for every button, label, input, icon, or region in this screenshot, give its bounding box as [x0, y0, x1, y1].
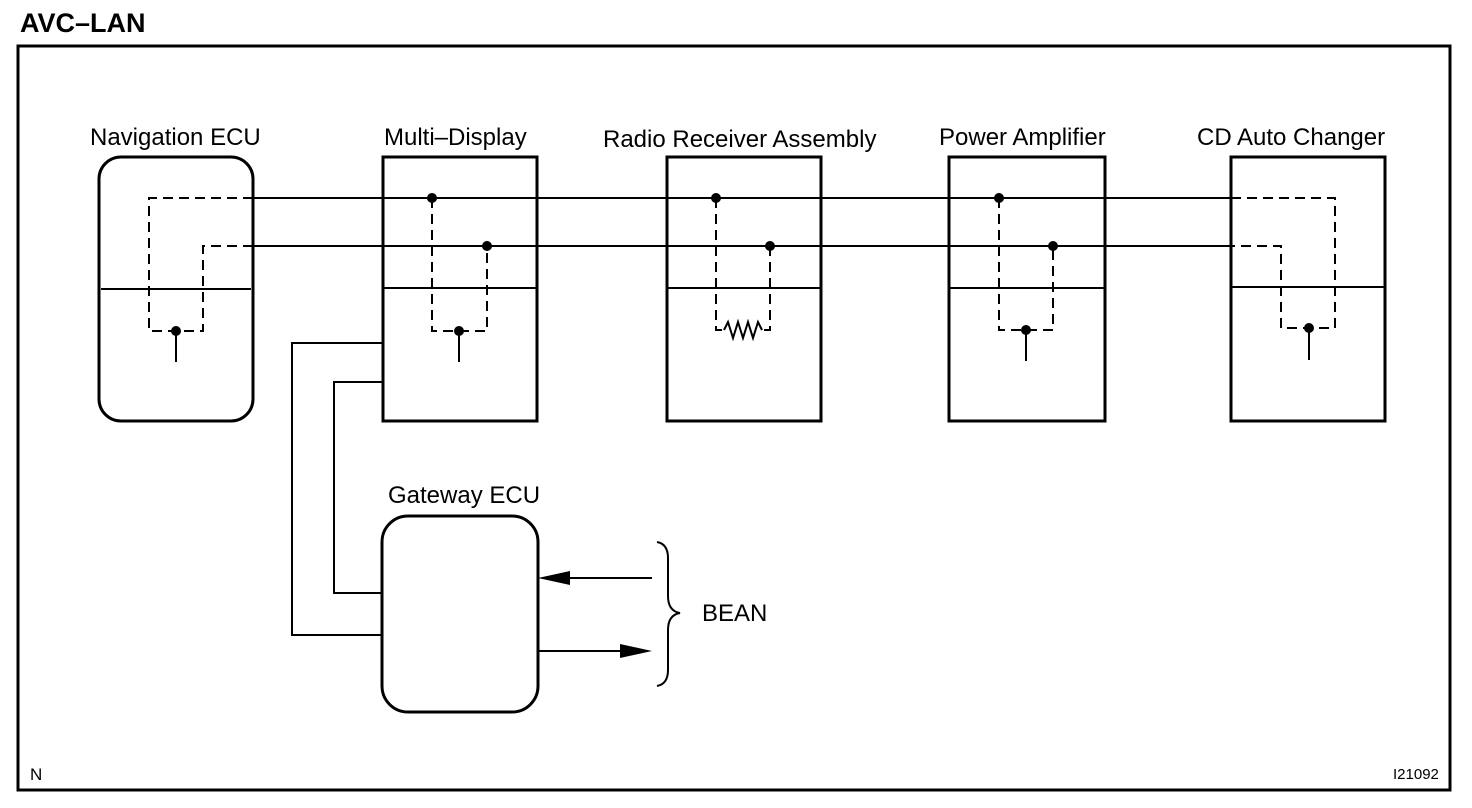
- diagram-title: AVC–LAN: [20, 8, 146, 38]
- diagram-frame: [16, 44, 1452, 792]
- multi-display-gateway-wiring: [291, 342, 383, 636]
- power-amplifier-internal: [949, 193, 1105, 361]
- corner-left-mark: N: [30, 765, 42, 784]
- power-amplifier-box: [947, 155, 1107, 423]
- bean-label: BEAN: [702, 600, 767, 627]
- cd-auto-changer-label: CD Auto Changer: [1197, 124, 1385, 151]
- bean-output-arrow: [538, 644, 652, 658]
- radio-receiver-internal: [667, 193, 821, 342]
- power-amplifier-label: Power Amplifier: [939, 124, 1106, 151]
- radio-receiver-box: [665, 155, 823, 423]
- cd-auto-changer-box: [1229, 155, 1387, 423]
- bean-input-arrow: [538, 571, 652, 585]
- navigation-ecu-label: Navigation ECU: [90, 124, 261, 151]
- resistor-icon: [723, 318, 763, 342]
- cd-auto-changer-internal: [1231, 197, 1336, 360]
- gateway-ecu-box: [380, 514, 540, 714]
- bean-brace: [656, 541, 681, 687]
- navigation-ecu-box: [97, 155, 255, 423]
- multi-display-internal: [383, 193, 537, 362]
- multi-display-label: Multi–Display: [384, 124, 527, 151]
- radio-receiver-label: Radio Receiver Assembly: [603, 126, 876, 153]
- figure-code: I21092: [1393, 766, 1439, 783]
- avc-lan-bus: [253, 197, 1231, 247]
- gateway-ecu-label: Gateway ECU: [388, 482, 540, 509]
- multi-display-box: [381, 155, 539, 423]
- navigation-ecu-internal: [148, 197, 253, 362]
